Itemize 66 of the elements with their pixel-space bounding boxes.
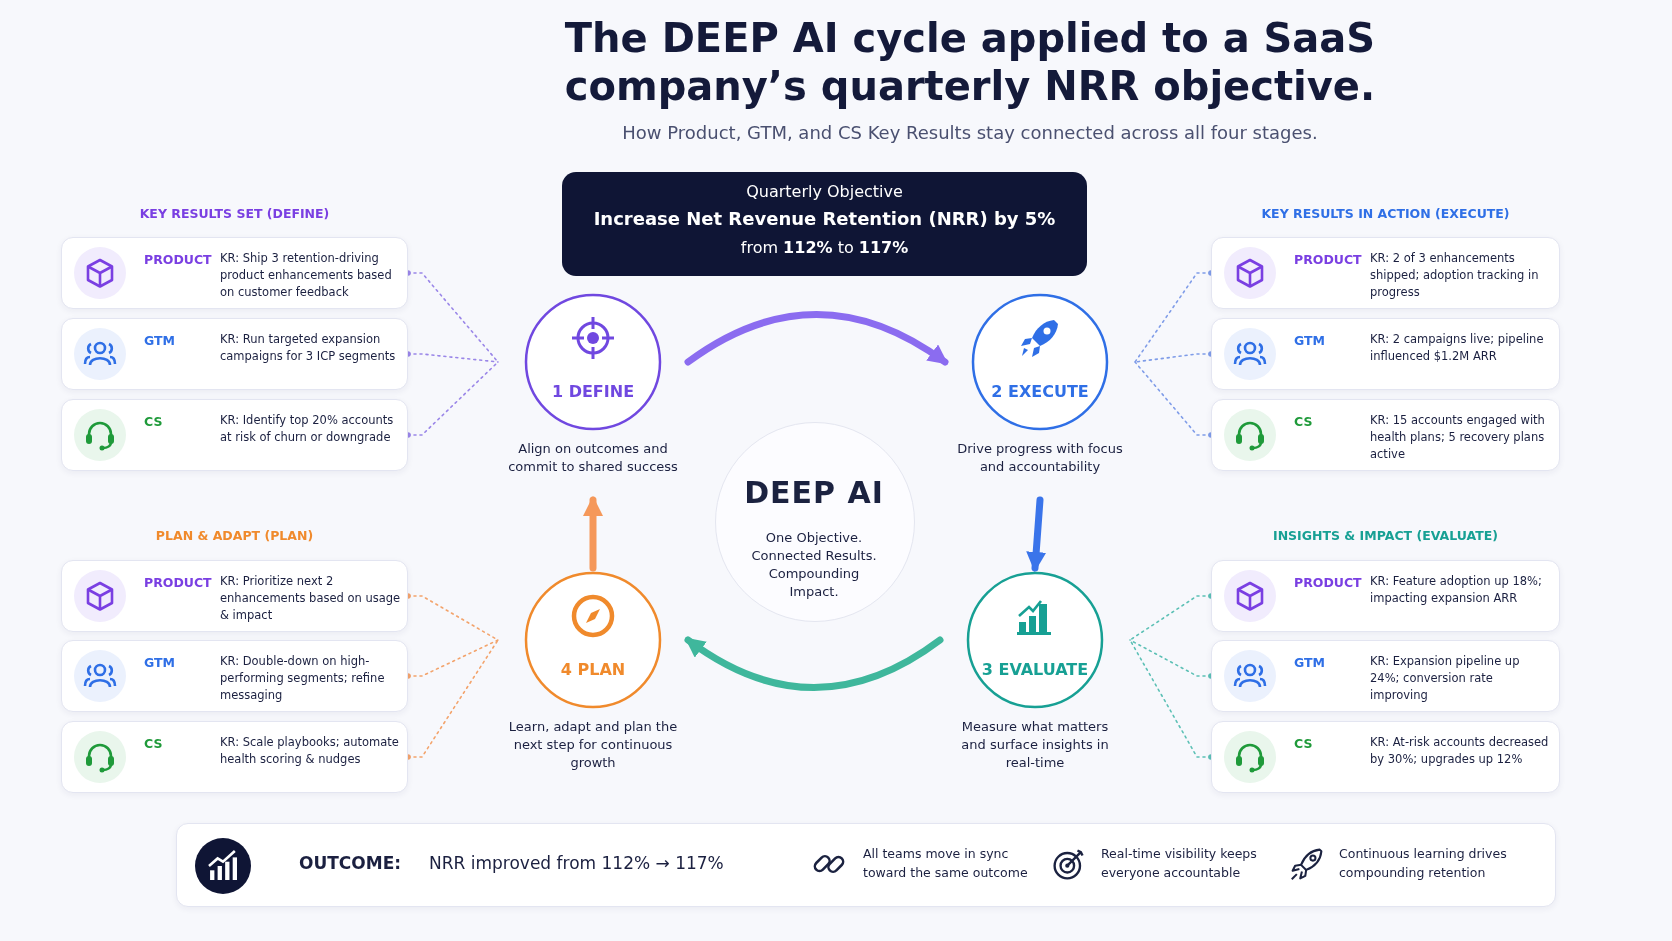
category-label: GTM [144,333,175,348]
key-result-text: KR: 15 accounts engaged with health plans; 5 recovery plans active [1370,412,1546,463]
stage-description: Align on outcomes and commit to shared success [508,440,678,476]
category-label: CS [1294,736,1313,751]
section-heading: INSIGHTS & IMPACT (EVALUATE) [1272,528,1499,543]
cycle-arrow [684,636,944,691]
key-result-text: KR: Identify top 20% accounts at risk of churn or downgrade [220,412,395,446]
section-heading: KEY RESULTS IN ACTION (EXECUTE) [1260,206,1511,221]
outcome-point: Real-time visibility keeps everyone accountable [1101,845,1258,882]
section-heading: PLAN & ADAPT (PLAN) [154,528,315,543]
key-result-text: KR: 2 of 3 enhancements shipped; adoption tracking in progress [1370,250,1540,301]
category-label: GTM [1294,655,1325,670]
category-label: CS [144,414,163,429]
outcome-point: All teams move in sync toward the same outcome [863,845,1029,882]
key-result-text: KR: Run targeted expansion campaigns for 3 ICP segments [220,331,397,365]
stage-title: 2 EXECUTE [990,382,1090,401]
key-result-text: KR: At-risk accounts decreased by 30%; upgrades up 12% [1370,734,1550,768]
objective-heading: Quarterly Objective [745,182,904,201]
subtitle-text: How Product, GTM, and CS Key Results stay connected across all four stages. [621,122,1319,143]
stage-description: Learn, adapt and plan the next step for continuous growth [508,718,678,772]
category-label: GTM [144,655,175,670]
outcome-bar [176,823,1556,907]
outcome-result: NRR improved from 112% → 117% [429,853,725,873]
category-label: CS [144,736,163,751]
center-title: DEEP AI [743,475,885,510]
key-result-card [1211,399,1560,471]
center-tagline: One Objective. Connected Results. Compounding Impact. [750,529,878,601]
category-label: CS [1294,414,1313,429]
key-result-text: KR: Feature adoption up 18%; impacting expansion ARR [1370,573,1543,607]
key-result-card [61,560,408,632]
objective-text: Increase Net Revenue Retention (NRR) by 5% [592,208,1057,229]
stage-title: 4 PLAN [559,660,627,679]
stage-description: Measure what matters and surface insights in real-time [960,718,1110,772]
key-result-card [1211,640,1560,712]
key-result-card [1211,237,1560,309]
category-label: PRODUCT [1294,575,1362,590]
key-result-text: KR: Expansion pipeline up 24%; conversion rate improving [1370,653,1521,704]
objective-banner [562,172,1087,276]
key-result-card [61,318,408,390]
key-result-card [61,237,408,309]
cycle-arrow [684,311,949,366]
key-result-text: KR: Scale playbooks; automate health scoring & nudges [220,734,400,768]
key-result-text: KR: Ship 3 retention-driving product enhancements based on customer feedback [220,250,393,301]
category-label: GTM [1294,333,1325,348]
outcome-label: OUTCOME: [299,853,403,873]
category-label: PRODUCT [144,252,212,267]
category-label: PRODUCT [144,575,212,590]
cycle-arrow [583,496,603,572]
key-result-text: KR: Prioritize next 2 enhancements based on usage & impact [220,573,402,624]
title-heading: The DEEP AI cycle applied to a SaaS company’s quarterly NRR objective. [563,14,1377,110]
key-result-card [1211,721,1560,793]
stage-description: Drive progress with focus and accountability [956,440,1124,476]
key-result-card [61,640,408,712]
key-result-card [1211,318,1560,390]
stage-title: 3 EVALUATE [980,660,1090,679]
category-label: PRODUCT [1294,252,1362,267]
outcome-point: Continuous learning drives compounding retention [1339,845,1508,882]
key-result-card [61,399,408,471]
section-heading: KEY RESULTS SET (DEFINE) [138,206,331,221]
key-result-text: KR: 2 campaigns live; pipeline influenced $1.2M ARR [1370,331,1545,365]
key-result-card [1211,560,1560,632]
key-result-text: KR: Double-down on high-performing segments; refine messaging [220,653,386,704]
cycle-arrow [1026,496,1047,572]
stage-title: 1 DEFINE [550,382,636,401]
key-result-card [61,721,408,793]
objective-range: from 112% to 117% [739,238,910,257]
